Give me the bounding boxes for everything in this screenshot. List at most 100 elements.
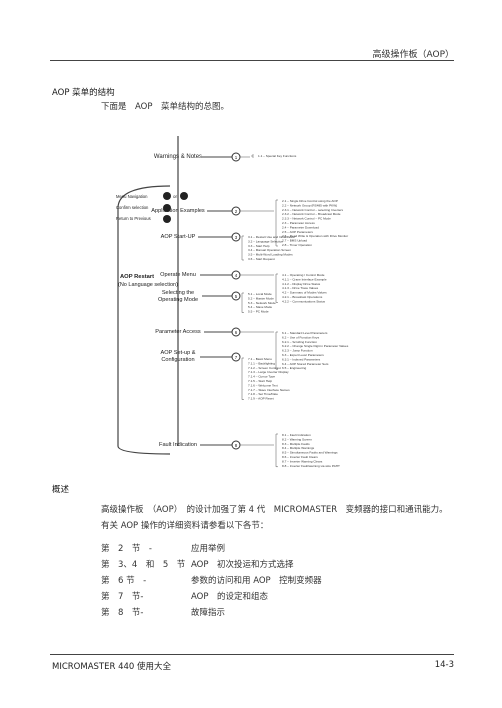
or-label: or [173, 194, 178, 199]
section-list-item: 第 6 节 - 参数的访问和用 AOP 控制变频器 [101, 574, 322, 586]
node-warnings: Warnings & Notes 1 [154, 152, 241, 162]
sub-item-label: 3.6 – Start Request [248, 257, 275, 261]
aop-menu-diagram: AOP Restart (No Language selection) Menu… [116, 136, 349, 468]
section-number: 第 7 节- [101, 592, 144, 602]
footer-manual-title: MICROMASTER 440 使用大全 [52, 662, 172, 672]
section-number: 第 2 节 - [101, 544, 152, 554]
section-number: 第 3、4 和 5 节 - [101, 560, 197, 570]
sub-item-label: 6.2.3 – Jump Function [282, 349, 313, 353]
svg-text:AOP Set-up &: AOP Set-up & [160, 350, 195, 356]
nav-down-icon [180, 192, 188, 200]
svg-text:4: 4 [235, 273, 238, 278]
sub-item-label: 2.7 – BMS Upload [282, 239, 307, 243]
sub-item-bracket [240, 273, 278, 303]
sub-item-label: 6.2.2 – Change Single Digit in Parameter… [282, 344, 349, 348]
confirm-key-icon [163, 204, 171, 212]
sub-item-label: 2.8 – Timer Operation [282, 243, 312, 247]
sub-item-label: 3.5 – Multi-Word Loading Modes [248, 253, 293, 257]
sub-item-label: 8.3 – Multiple Faults [282, 442, 310, 446]
sub-item-label: 6.3 – Expert Level Parameters [282, 353, 324, 357]
sub-item-label: 4.1.2 – Display Drive Status [282, 282, 321, 286]
section-number: 第 6 节 - [101, 576, 147, 586]
node-parameter-access: Parameter Access 6 [155, 327, 241, 337]
sub-item-label: 2.4 – Parameter Download [282, 225, 319, 229]
svg-text:3: 3 [235, 235, 238, 240]
sub-item-label: 4.2.1 – Broadcast Operations [282, 295, 323, 299]
svg-text:Configuration: Configuration [161, 357, 194, 363]
section-description: AOP 的设定和组态 [191, 592, 268, 602]
sub-item-label: 8.8 – Inverter Fault/warning via wire PA… [282, 464, 340, 468]
overview-paragraph-line1: 高级操作板 （AOP） 的设计加强了第 4 代 MICROMASTER 变频器的… [101, 505, 448, 515]
sub-item-label: 5.1 – Local Mode [248, 292, 272, 296]
sub-item-label: 7.1.4 – Cursor Type [248, 375, 275, 379]
sub-item-label: 7.1.5 – Start Help [248, 379, 272, 383]
footer-page-number: 14-3 [434, 660, 454, 670]
sub-item-label: 8.2 – Warning Screen [282, 437, 312, 441]
svg-text:Application Examples: Application Examples [151, 208, 205, 214]
svg-text:Parameter Access: Parameter Access [155, 329, 201, 335]
node-fault-indication: Fault Indication 8 [159, 440, 241, 450]
node-selecting-mode: Selecting the Operating Mode 5 [158, 290, 241, 303]
svg-text:Operating Mode: Operating Mode [158, 297, 198, 303]
sub-item-label: 2.2 – Network Group (RS485 with PKW) [282, 203, 337, 207]
node-operate-menu: Operate Menu 4 [160, 270, 241, 280]
svg-text:Selecting the: Selecting the [162, 290, 194, 296]
section-description: 应用举例 [191, 544, 226, 554]
sub-item-label: 7.1.9 – AOP Reset [248, 397, 274, 401]
restart-label-2: (No Language selection) [118, 282, 178, 288]
sub-item-label: 3.3 – Start Help [248, 244, 270, 248]
header-rule [50, 60, 454, 61]
sub-item-label: 7.1.1 – Backlighting [248, 361, 275, 365]
section-subtitle: 下面是 AOP 菜单结构的总图。 [101, 102, 229, 112]
svg-text:2: 2 [235, 209, 238, 214]
sub-item-label: 5.4 – Slave Mode [248, 305, 272, 309]
sub-item-label: 6.5 – Engineering [282, 366, 307, 370]
svg-text:Fault Indication: Fault Indication [159, 442, 197, 448]
sub-item-label: 8.5 – Simultaneous Faults and Warnings [282, 451, 338, 455]
restart-bracket [117, 185, 171, 455]
sub-item-label: 8.6 – Inverter Fault Clears [282, 455, 318, 459]
section-list-item: 第 8 节-故障指示 [101, 606, 225, 618]
svg-text:AOP Start-UP: AOP Start-UP [161, 234, 196, 240]
sub-item-bracket [240, 154, 254, 158]
sub-item-label: 7.1.7 – Slave Interface Names [248, 388, 290, 392]
sub-item-label: 5.2 – Master Mode [248, 296, 274, 300]
sub-item-bracket [241, 357, 244, 400]
sub-item-label: 6.2 – Use of Function Keys [282, 335, 320, 339]
sub-item-label: 7.1.8 – Set Time/Date [248, 392, 278, 396]
section-list-item: 第 3、4 和 5 节 -AOP 初次投运和方式选择 [101, 558, 293, 570]
section-list-item: 第 2 节 - 应用举例 [101, 542, 225, 554]
menu-navigation-label: Menu Navigation [116, 194, 148, 199]
sub-item-label: 2.6 – Read Write & Operation with Drive … [282, 234, 348, 238]
section-description: 参数的访问和用 AOP 控制变频器 [191, 576, 322, 586]
section-description: AOP 初次投运和方式选择 [191, 560, 294, 570]
section-number: 第 8 节- [101, 608, 144, 618]
sub-item-label: 2.5 – AOP Parameters [282, 230, 313, 234]
sub-item-label: 4.2.2 – Communications Status [282, 299, 325, 303]
sub-item-bracket [240, 433, 278, 468]
sub-item-label: 4.1 – Operating / Control Mode [282, 273, 325, 277]
sub-item-bracket [240, 199, 278, 247]
node-app-examples: Application Examples 2 [151, 206, 241, 216]
sub-item-label: 4.1.3 – Drive Trace Values [282, 286, 319, 290]
return-key-icon [163, 215, 171, 223]
section-title: AOP 菜单的结构 [52, 88, 115, 98]
sub-item-bracket [240, 331, 278, 370]
sub-item-label: 5.3 – Network Mode [248, 301, 276, 305]
sub-item-label: 7.1.2 – Screen Contrast [248, 366, 281, 370]
restart-label-1: AOP Restart [120, 274, 154, 280]
overview-title: 概述 [52, 485, 70, 495]
sub-item-label: 8.7 – Inverter Warning Clears [282, 459, 323, 463]
sub-item-label: 2.3.2 – Network Control – Broadcast Mode [282, 212, 341, 216]
sub-item-label: 2.1 – Single Drive Control using the AOP [282, 199, 338, 203]
svg-text:Warnings & Notes: Warnings & Notes [154, 154, 202, 160]
sub-item-label: 7.1.3 – Large Inverter Display [248, 370, 289, 374]
return-previous-label: Return to Previous [116, 216, 151, 221]
page-header-title: 高级操作板（AOP） [372, 50, 454, 60]
sub-item-label: 8.4 – Multiple Warnings [282, 446, 315, 450]
confirm-selection-label: Confirm selection [116, 205, 149, 210]
sub-item-bracket [241, 292, 244, 313]
sub-item-bracket [241, 235, 244, 261]
node-aop-startup: AOP Start-UP 3 [161, 232, 241, 242]
